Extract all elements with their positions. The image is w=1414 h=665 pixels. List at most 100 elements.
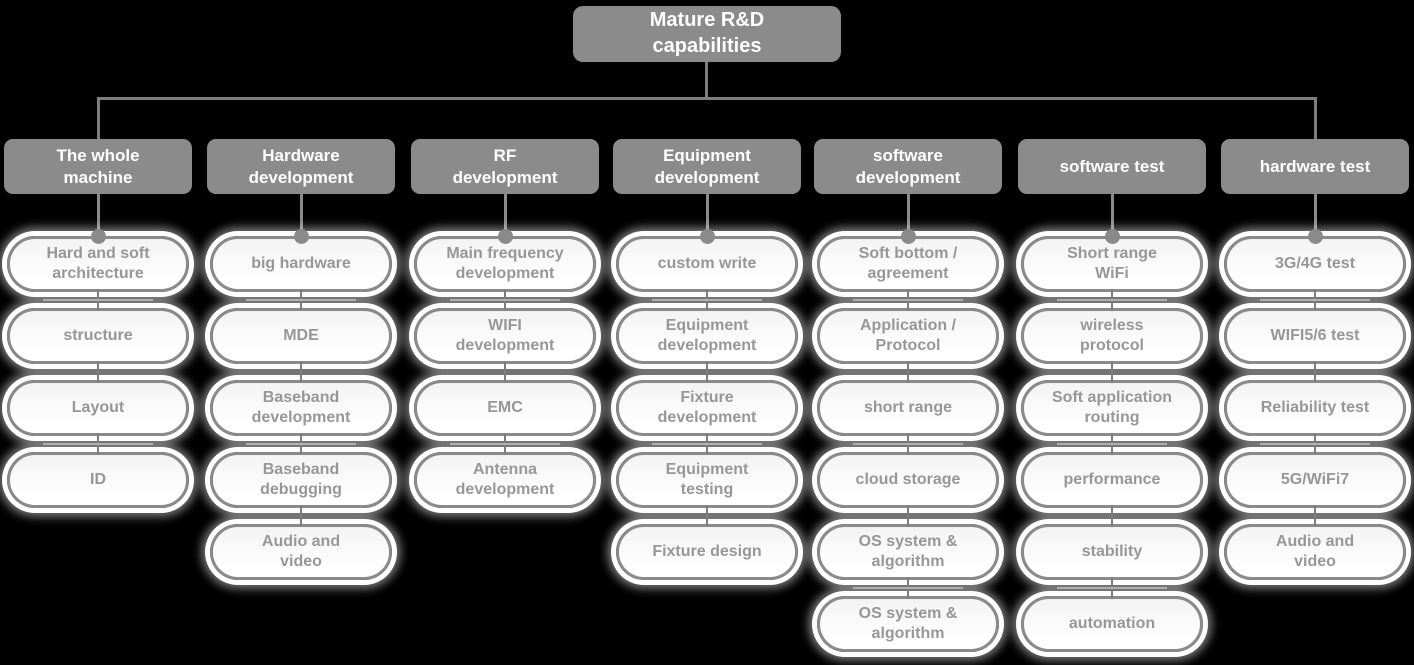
pill-connector — [613, 289, 801, 311]
pill-connector-line — [300, 505, 302, 527]
pill-connector — [814, 289, 1002, 311]
pill-connector-line — [1314, 361, 1316, 383]
header-stem — [411, 194, 599, 244]
capability-pill: Application / Protocol — [817, 308, 999, 364]
pill-connector-line — [706, 505, 708, 527]
capability-pill: Baseband debugging — [210, 452, 392, 508]
header-stem-line — [1110, 194, 1114, 236]
capability-pill: Main frequency development — [414, 236, 596, 292]
column-header: software test — [1018, 139, 1206, 194]
pill-connector-line — [300, 289, 302, 311]
pill-connector — [814, 433, 1002, 455]
header-stem — [4, 194, 192, 244]
connector-dot — [699, 229, 715, 244]
pill-connector-line — [907, 433, 909, 455]
pill-connector-line — [1111, 361, 1113, 383]
capability-pill: OS system & algorithm — [817, 596, 999, 652]
tree-bracket-line — [97, 97, 1317, 100]
pill-connector — [1221, 433, 1409, 455]
capability-pill: Audio and video — [210, 524, 392, 580]
pill-connector — [207, 505, 395, 527]
capability-pill: Equipment development — [616, 308, 798, 364]
header-stem — [1221, 194, 1409, 244]
capability-pill: structure — [7, 308, 189, 364]
pill-connector-line — [1314, 289, 1316, 311]
pill-connector-line — [1111, 289, 1113, 311]
capability-pill: stability — [1021, 524, 1203, 580]
header-stem-line — [705, 194, 709, 236]
column-header: RF development — [411, 139, 599, 194]
pill-connector — [207, 433, 395, 455]
pill-connector — [207, 361, 395, 383]
capability-pill: big hardware — [210, 236, 392, 292]
capability-pill: 3G/4G test — [1224, 236, 1406, 292]
connector-dot — [1307, 229, 1323, 244]
header-stem — [814, 194, 1002, 244]
capability-pill: cloud storage — [817, 452, 999, 508]
capability-pill: Soft application routing — [1021, 380, 1203, 436]
root-node: Mature R&D capabilities — [573, 6, 841, 62]
pill-connector — [613, 361, 801, 383]
capability-pill: 5G/WiFi7 — [1224, 452, 1406, 508]
column-header: Equipment development — [613, 139, 801, 194]
pill-connector-line — [1314, 505, 1316, 527]
pill-connector-line — [300, 433, 302, 455]
pill-connector-line — [97, 289, 99, 311]
capability-pill: custom write — [616, 236, 798, 292]
capability-pill: Antenna development — [414, 452, 596, 508]
header-stem — [207, 194, 395, 244]
pill-connector-line — [706, 361, 708, 383]
capability-pill: Equipment testing — [616, 452, 798, 508]
pill-connector-line — [1111, 433, 1113, 455]
pill-connector — [411, 361, 599, 383]
header-stem — [1018, 194, 1206, 244]
capability-pill: WIFI5/6 test — [1224, 308, 1406, 364]
pill-connector — [1018, 577, 1206, 599]
pill-connector-line — [504, 433, 506, 455]
capability-pill: performance — [1021, 452, 1203, 508]
connector-dot — [90, 229, 106, 244]
capability-pill: Soft bottom / agreement — [817, 236, 999, 292]
pill-connector-line — [907, 577, 909, 599]
pill-connector — [814, 577, 1002, 599]
pill-connector — [207, 289, 395, 311]
column-header: Hardware development — [207, 139, 395, 194]
column-header: The whole machine — [4, 139, 192, 194]
pill-connector-line — [706, 289, 708, 311]
pill-connector — [814, 505, 1002, 527]
capability-pill: ID — [7, 452, 189, 508]
pill-connector-line — [1314, 433, 1316, 455]
header-stem-line — [299, 194, 303, 236]
capability-pill: Hard and soft architecture — [7, 236, 189, 292]
pill-connector-line — [97, 361, 99, 383]
pill-connector-line — [504, 289, 506, 311]
capability-pill: WIFI development — [414, 308, 596, 364]
header-stem-line — [1313, 194, 1317, 236]
root-connector-stem — [705, 62, 708, 98]
pill-connector — [4, 361, 192, 383]
capability-pill: MDE — [210, 308, 392, 364]
header-stem-line — [906, 194, 910, 236]
pill-connector — [4, 289, 192, 311]
capability-pill: Fixture development — [616, 380, 798, 436]
pill-connector — [4, 433, 192, 455]
pill-connector — [613, 505, 801, 527]
capability-pill: Baseband development — [210, 380, 392, 436]
pill-connector — [814, 361, 1002, 383]
pill-connector — [613, 433, 801, 455]
capability-pill: Short range WiFi — [1021, 236, 1203, 292]
pill-connector — [1018, 361, 1206, 383]
pill-connector — [1018, 433, 1206, 455]
column-header: software development — [814, 139, 1002, 194]
pill-connector — [1221, 505, 1409, 527]
connector-dot — [293, 229, 309, 244]
header-stem — [613, 194, 801, 244]
connector-dot — [497, 229, 513, 244]
